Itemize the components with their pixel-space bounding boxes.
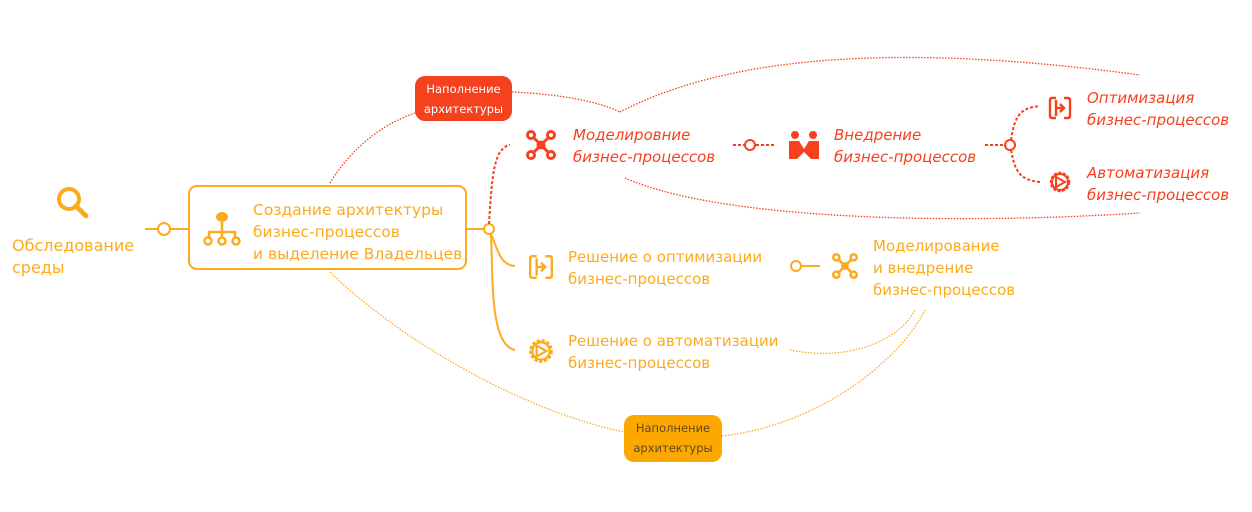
tag-orange-line-1: Наполнение [635,421,711,435]
enter-box-icon [528,254,554,280]
model-implementation-node[interactable]: Моделирование и внедрение бизнес-процесс… [873,235,1015,301]
automation-line-2: бизнес-процессов [1087,186,1230,204]
optimization-node[interactable]: Оптимизация бизнес-процессов [1087,87,1229,131]
optimization-line-2: бизнес-процессов [1087,111,1230,129]
modeling-node[interactable]: Моделировние бизнес-процессов [573,124,715,168]
create-line-2: бизнес-процессов [253,223,400,241]
decision-opt-line-1: Решение о оптимизации [568,248,763,266]
implementation-line-2: бизнес-процессов [834,148,977,166]
model-impl-line-2: и внедрение [873,259,974,277]
create-line-3: и выделение Владельцев [253,245,463,263]
survey-label-line2: среды [12,258,65,277]
decision-opt-line-2: бизнес-процессов [568,270,711,288]
automation-node[interactable]: Автоматизация бизнес-процессов [1087,162,1229,206]
tag-red-line-2: архитектуры [423,102,504,116]
create-architecture-node[interactable] [188,185,467,270]
tag-red-line-1: Наполнение [426,82,501,96]
gear-play-icon [1049,171,1071,193]
tag-orange-line-2: архитектуры [633,441,713,455]
search-icon [57,187,89,219]
survey-node[interactable]: Обследование среды [12,235,134,279]
modeling-line-1: Моделировние [573,126,691,144]
decision-optimization-node[interactable]: Решение о оптимизации бизнес-процессов [568,246,762,290]
process-icon [526,130,556,160]
process-icon [832,253,858,279]
handshake-icon [789,131,819,159]
fill-architecture-tag-orange[interactable]: Наполнение архитектуры [624,415,722,462]
automation-line-1: Автоматизация [1087,164,1210,182]
create-architecture-label: Создание архитектуры бизнес-процессов и … [253,199,462,265]
optimization-line-1: Оптимизация [1087,89,1195,107]
implementation-line-1: Внедрение [834,126,922,144]
fill-architecture-tag-red[interactable]: Наполнение архитектуры [415,76,512,121]
org-chart-icon [203,212,241,246]
survey-label-line1: Обследование [12,236,135,255]
modeling-line-2: бизнес-процессов [573,148,716,166]
enter-box-icon [1048,96,1072,120]
decision-auto-line-1: Решение о автоматизации [568,332,779,350]
model-impl-line-1: Моделирование [873,237,1000,255]
decision-auto-line-2: бизнес-процессов [568,354,711,372]
gear-play-icon [529,339,553,363]
decision-automation-node[interactable]: Решение о автоматизации бизнес-процессов [568,330,779,374]
create-line-1: Создание архитектуры [253,201,444,219]
implementation-node[interactable]: Внедрение бизнес-процессов [834,124,976,168]
model-impl-line-3: бизнес-процессов [873,281,1016,299]
